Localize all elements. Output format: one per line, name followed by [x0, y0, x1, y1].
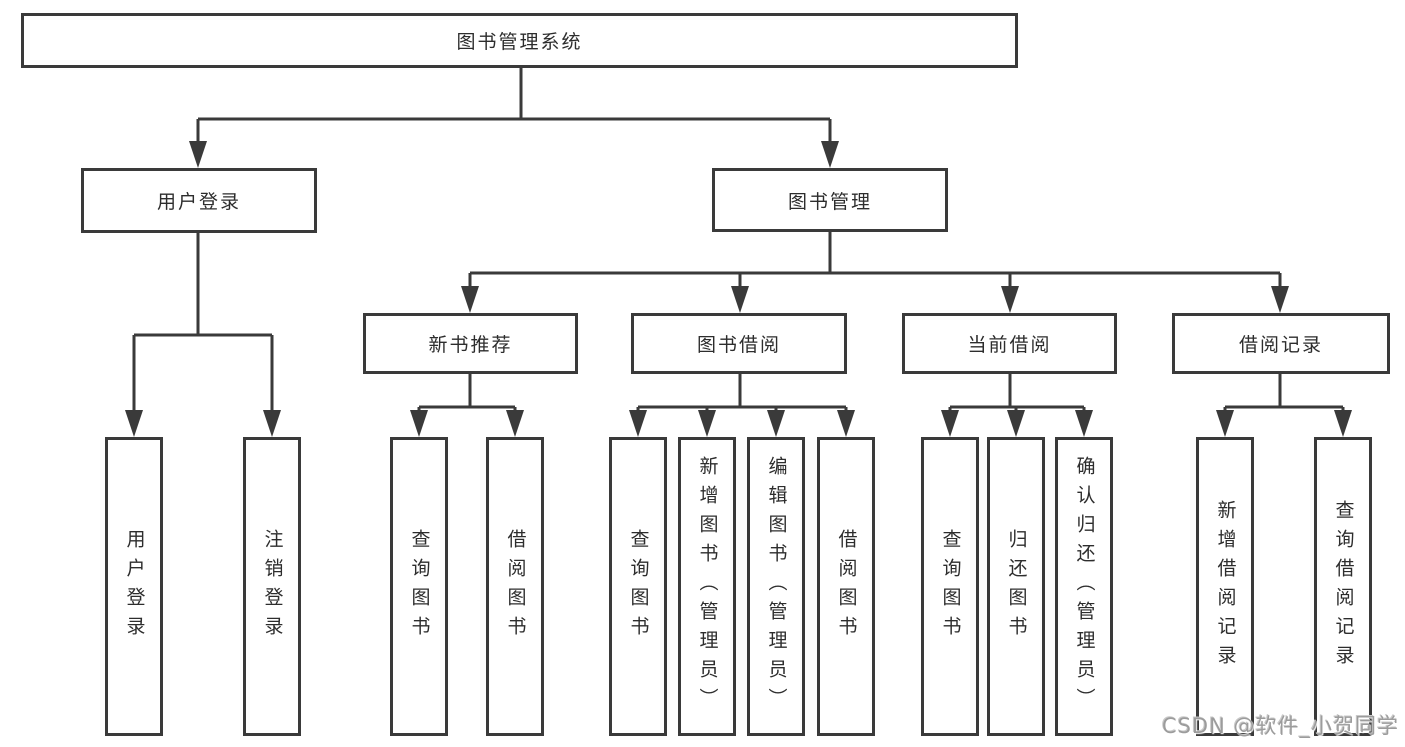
leaf-confirm-return-admin: 确认归还（管理员） [1055, 437, 1113, 736]
arrowheads [125, 141, 1352, 437]
arrow-down-icon [1075, 410, 1093, 437]
arrow-down-icon [1001, 286, 1019, 313]
node-user-login: 用户登录 [81, 168, 317, 233]
arrow-down-icon [263, 410, 281, 437]
leaf-query-books-borrowing: 查询图书 [609, 437, 667, 736]
leaf-add-borrow-record: 新增借阅记录 [1196, 437, 1254, 736]
leaf-borrow-books-recommend: 借阅图书 [486, 437, 544, 736]
arrow-down-icon [189, 141, 207, 168]
arrow-down-icon [506, 410, 524, 437]
node-borrowing-records: 借阅记录 [1172, 313, 1390, 374]
arrow-down-icon [461, 286, 479, 313]
arrow-down-icon [821, 141, 839, 168]
arrow-down-icon [1216, 410, 1234, 437]
arrow-down-icon [1334, 410, 1352, 437]
leaf-query-borrow-record: 查询借阅记录 [1314, 437, 1372, 736]
node-new-book-recommend: 新书推荐 [363, 313, 578, 374]
arrow-down-icon [837, 410, 855, 437]
leaf-return-books: 归还图书 [987, 437, 1045, 736]
node-current-borrowing: 当前借阅 [902, 313, 1117, 374]
arrow-down-icon [941, 410, 959, 437]
leaf-add-book-admin: 新增图书（管理员） [678, 437, 736, 736]
node-root-system: 图书管理系统 [21, 13, 1018, 68]
arrow-down-icon [629, 410, 647, 437]
arrow-down-icon [1007, 410, 1025, 437]
arrow-down-icon [410, 410, 428, 437]
leaf-logout: 注销登录 [243, 437, 301, 736]
leaf-borrow-books: 借阅图书 [817, 437, 875, 736]
node-book-borrowing: 图书借阅 [631, 313, 847, 374]
arrow-down-icon [125, 410, 143, 437]
leaf-query-books-current: 查询图书 [921, 437, 979, 736]
leaf-query-books-recommend: 查询图书 [390, 437, 448, 736]
watermark: CSDN @软件_小贺同学 [1161, 714, 1399, 738]
node-book-management: 图书管理 [712, 168, 948, 232]
leaf-user-login: 用户登录 [105, 437, 163, 736]
arrow-down-icon [1271, 286, 1289, 313]
arrow-down-icon [767, 410, 785, 437]
arrow-down-icon [731, 286, 749, 313]
arrow-down-icon [698, 410, 716, 437]
leaf-edit-book-admin: 编辑图书（管理员） [747, 437, 805, 736]
